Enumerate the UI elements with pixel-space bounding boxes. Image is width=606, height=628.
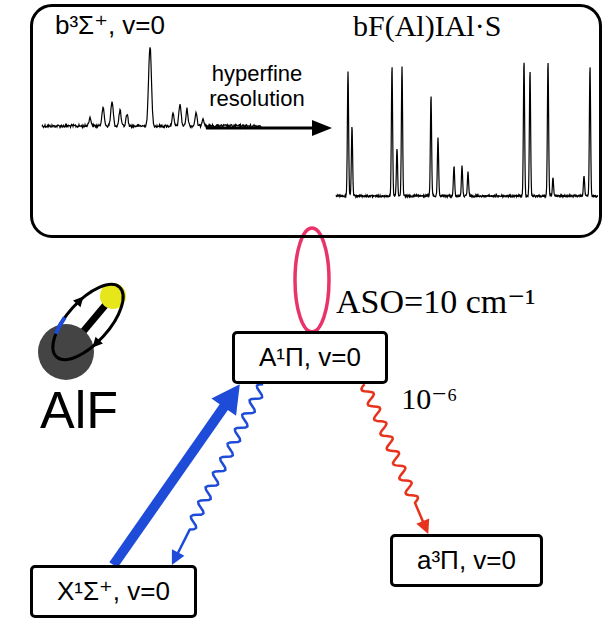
arrow-head xyxy=(416,518,429,534)
orbit-arrow xyxy=(89,337,103,351)
arrow-head xyxy=(211,384,239,416)
coupling-constant: ASO=10 cm⁻¹ xyxy=(334,283,537,320)
arrow-caption: hyperfine resolution xyxy=(191,61,323,112)
hyperfine-spectrum xyxy=(336,63,598,197)
state-box: A¹Π, v=0 xyxy=(232,331,388,384)
arrow-shaft xyxy=(206,127,316,130)
molecule-name: AlF xyxy=(38,382,120,439)
connector-line xyxy=(177,384,263,555)
orbit-ellipse xyxy=(41,273,135,371)
spectrum-trace xyxy=(336,63,598,197)
state-label: a³Π, v=0 xyxy=(417,545,516,576)
arrow-head xyxy=(172,549,185,565)
branching-ratio: 10⁻⁶ xyxy=(399,382,459,415)
state-label: A¹Π, v=0 xyxy=(259,342,361,373)
orbit-arrow xyxy=(73,293,87,307)
connector-line xyxy=(113,403,227,565)
state-box: a³Π, v=0 xyxy=(390,534,543,587)
excitation-arrow xyxy=(113,384,239,565)
resolution-arrow xyxy=(206,120,332,136)
state-box: X¹Σ⁺, v=0 xyxy=(30,565,197,618)
molecule-icon xyxy=(38,270,139,380)
hamiltonian-term: bF(Al)IAl·S xyxy=(353,9,501,44)
arrow-head xyxy=(312,120,332,136)
state-label: b³Σ⁺, v=0 xyxy=(55,11,165,41)
state-label: X¹Σ⁺, v=0 xyxy=(57,576,170,607)
electron-orbit xyxy=(38,270,139,374)
electron-arc xyxy=(53,317,68,333)
wavy-decay-arrow xyxy=(172,384,263,565)
coupling-ellipse xyxy=(295,228,329,332)
inset-panel: b³Σ⁺, v=0 hyperfine resolution bF(Al)IAl·S xyxy=(30,4,602,238)
